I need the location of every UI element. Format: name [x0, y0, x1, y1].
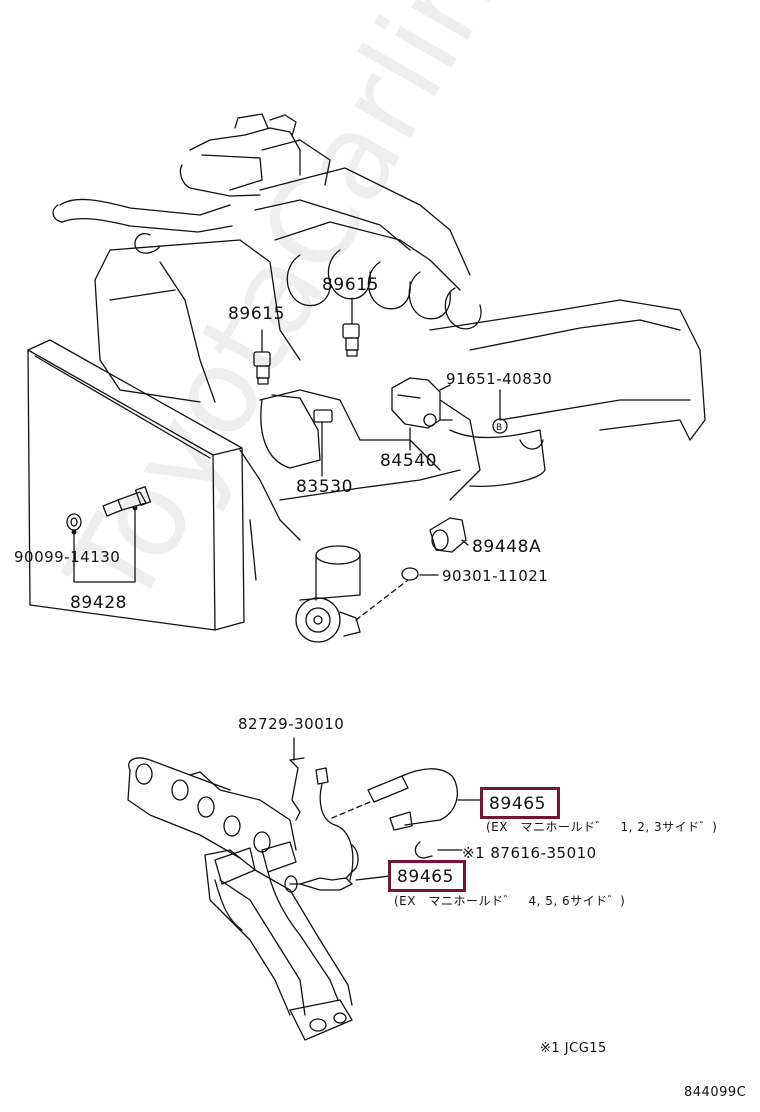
part-label-89615-left[interactable]: 89615: [228, 304, 286, 324]
exhaust-manifold-drawing: [127, 737, 353, 1041]
circle-b-marker: [492, 418, 508, 434]
intake-manifold-drawing: [52, 113, 706, 581]
part-label-89428[interactable]: 89428: [70, 593, 128, 613]
part-label-83530[interactable]: 83530: [296, 477, 354, 497]
footnote-jcg15: ※1 JCG15: [540, 1041, 607, 1056]
water-temp-sensor-drawing: [66, 486, 152, 583]
oxygen-sensor-drawing: [289, 767, 481, 891]
diagram-id: 844099C: [684, 1085, 747, 1100]
part-label-89465-upper[interactable]: 89465: [480, 787, 560, 819]
part-label-90301-11021[interactable]: 90301-11021: [442, 567, 549, 585]
circle-b-label: B: [496, 423, 503, 433]
radiator-drawing: [27, 339, 245, 631]
part-label-89448a[interactable]: 89448A: [472, 537, 542, 557]
part-label-82729-30010[interactable]: 82729-30010: [238, 715, 345, 733]
part-label-90099-14130[interactable]: 90099-14130: [14, 548, 121, 566]
speed-sensor-drawing: [429, 517, 469, 553]
part-note-89465-upper: (EX マニホールド゛ 1, 2, 3サイド゛): [486, 820, 718, 834]
part-label-89465-lower[interactable]: 89465: [388, 860, 466, 892]
part-note-89465-lower: (EX マニホールド゛ 4, 5, 6サイド゛): [394, 894, 626, 908]
cam-position-sensor-drawing: [391, 377, 451, 451]
oil-pressure-switch-drawing: [260, 394, 333, 477]
part-label-89615-right[interactable]: 89615: [322, 275, 380, 295]
power-steering-pump-drawing: [295, 545, 419, 643]
part-label-91651-40830[interactable]: 91651-40830: [446, 370, 553, 388]
knock-sensor-drawing: [253, 297, 360, 385]
part-label-87616-35010[interactable]: ※1 87616-35010: [462, 844, 597, 862]
part-label-84540[interactable]: 84540: [380, 451, 438, 471]
bolt-leader: [439, 389, 501, 421]
